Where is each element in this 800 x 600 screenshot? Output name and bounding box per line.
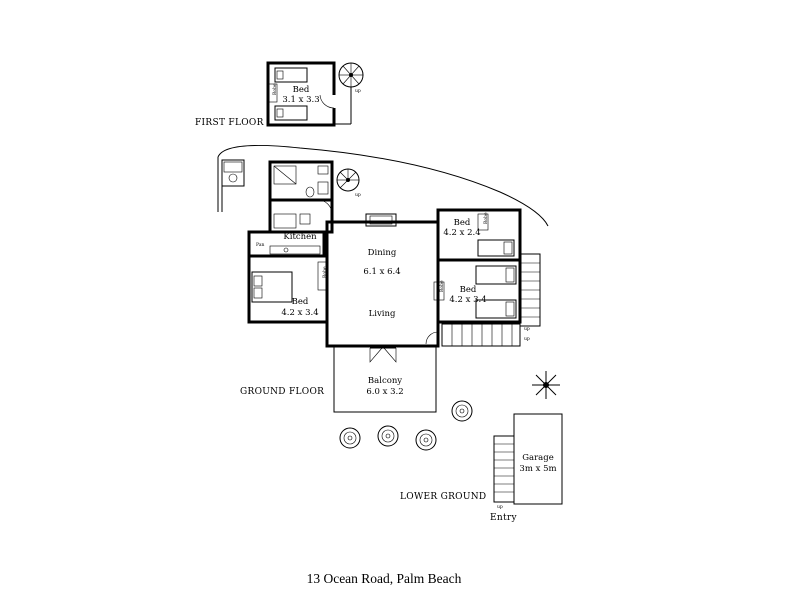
kitchen-name: Kitchen <box>283 232 317 242</box>
kitchen-counter <box>269 245 321 255</box>
balcony-french-doors <box>369 347 397 363</box>
bed-top-right-size: 4.2 x 2.4 <box>443 228 480 238</box>
spiral-stair-icon <box>336 168 360 192</box>
bed-right-bed-top <box>475 265 517 285</box>
balcony-outline <box>333 345 437 413</box>
bed-left-size: 4.2 x 3.4 <box>281 308 318 318</box>
first-floor-robe <box>268 83 278 103</box>
site-boundary-line <box>217 144 549 227</box>
first-floor-walls <box>266 61 336 127</box>
living-name: Living <box>369 309 396 319</box>
first-floor-plan: Robe Bed 3.1 x 3.3 up FIRST FLOOR <box>195 61 364 128</box>
outdoor-toilet-box <box>221 159 245 187</box>
first-floor-bed-bottom <box>274 105 308 121</box>
first-floor-bed-size: 3.1 x 3.3 <box>282 95 319 105</box>
up-label: up <box>524 337 530 342</box>
fireplace-icon <box>369 215 393 225</box>
bathroom-walls <box>268 160 334 202</box>
shrub-icon <box>339 427 361 449</box>
robe-label: Robe <box>322 266 328 278</box>
pillow <box>505 301 515 317</box>
exterior-stairs <box>519 253 541 327</box>
bed-top-right-bed <box>477 239 515 257</box>
shrub-icon <box>415 429 437 451</box>
first-floor-door-swing <box>319 94 335 109</box>
ground-floor-label: GROUND FLOOR <box>240 387 324 397</box>
toilet-icon <box>305 186 315 198</box>
spiral-stair-icon <box>338 62 364 88</box>
bed-right-size: 4.2 x 3.4 <box>449 295 486 305</box>
door-swing <box>317 199 333 215</box>
up-label: up <box>524 327 530 332</box>
sink-icon <box>283 247 289 253</box>
entry-stairs <box>441 323 521 347</box>
lower-ground-plan: Garage 3m x 5m up LOWER GROUND Entry <box>400 413 563 523</box>
pillow <box>253 275 263 287</box>
fireplace-icon <box>365 213 397 227</box>
robe-label: Robe <box>483 212 489 224</box>
basin-icon <box>317 181 329 195</box>
robe-label: Robe <box>272 83 278 95</box>
door-swing <box>425 331 439 345</box>
property-address-title: 13 Ocean Road, Palm Beach <box>307 571 462 586</box>
up-label: up <box>355 193 361 198</box>
pantry-label: Pan <box>256 242 265 248</box>
bed-top-right-robe <box>477 213 489 231</box>
lower-ground-label: LOWER GROUND <box>400 492 486 502</box>
garage-stairs <box>493 435 515 503</box>
bed-right-walls <box>436 258 522 324</box>
bed-left-bed <box>251 271 293 303</box>
dining-size: 6.1 x 6.4 <box>363 267 400 277</box>
balcony-name: Balcony <box>368 376 402 386</box>
ground-floor-plan: up Kitchen Pan Robe Bed 4.2 x 3.4 Dining… <box>221 159 541 413</box>
pillow <box>276 70 284 80</box>
bed-left-name: Bed <box>292 297 309 307</box>
first-floor-label: FIRST FLOOR <box>195 118 264 128</box>
dining-living-walls <box>325 220 440 348</box>
bed-right-bed-bottom <box>475 299 517 319</box>
bed-right-robe <box>433 281 445 301</box>
garage-name: Garage <box>522 453 553 463</box>
bed-top-right-name: Bed <box>454 218 471 228</box>
palm-tree-icon <box>532 371 560 399</box>
toilet-icon <box>228 173 238 183</box>
shrub-icon <box>377 425 399 447</box>
bed-right-name: Bed <box>460 285 477 295</box>
pillow <box>276 108 284 118</box>
shrub-icon <box>451 400 473 422</box>
garage-size: 3m x 5m <box>519 464 556 474</box>
up-label: up <box>355 89 361 94</box>
fridge-icon <box>299 213 311 225</box>
pillow <box>253 287 263 299</box>
robe-label: Robe <box>439 280 445 292</box>
kitchen-bench <box>273 213 297 229</box>
outdoor-basin <box>223 161 243 173</box>
shrub-icons <box>339 400 473 451</box>
first-floor-bed-name: Bed <box>293 85 310 95</box>
balcony-size: 6.0 x 3.2 <box>366 387 403 397</box>
shower-icon <box>273 165 297 185</box>
up-label: up <box>497 505 503 510</box>
kitchen-walls <box>268 198 334 234</box>
pillow <box>505 267 515 283</box>
entry-label: Entry <box>490 513 517 523</box>
pillow <box>503 241 513 255</box>
dining-name: Dining <box>368 248 397 258</box>
basin-icon <box>317 165 329 175</box>
first-floor-bed-top <box>274 67 308 83</box>
shower-icon <box>273 165 297 185</box>
